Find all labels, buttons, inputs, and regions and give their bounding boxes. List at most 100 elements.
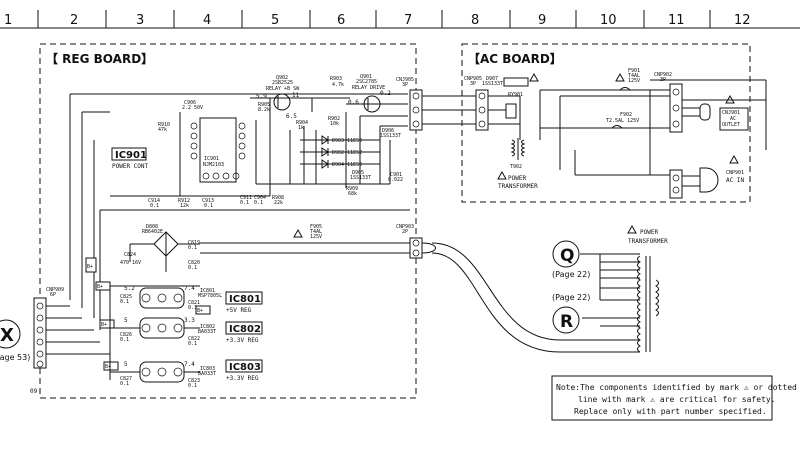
warning-icon-f905 <box>293 228 303 238</box>
warning-icon-t902 <box>497 170 507 180</box>
voltage-3-3-a: 3.3 <box>184 317 195 324</box>
col-9: 9 <box>538 13 546 28</box>
cnj901-ref: CNJ901 <box>722 110 740 116</box>
voltage-6-5: 6.5 <box>286 113 297 120</box>
ic801-desc: +5V REG <box>226 307 252 314</box>
ic802-desc: +3.3V REG <box>226 337 259 344</box>
rail-bplus-2: B+ <box>97 284 103 290</box>
voltage-11: 11 <box>292 92 300 99</box>
q902-ref: Q902 <box>276 75 288 81</box>
ref-r-circle: (Page 22) R <box>552 293 590 334</box>
ref-x-letter: X <box>0 325 14 346</box>
c914-ref: C914 <box>148 198 160 204</box>
col-3: 3 <box>136 13 144 28</box>
f905-ref: F905 <box>310 224 322 230</box>
c906-ref: C906 <box>184 100 196 106</box>
r903-val: 4.7k <box>332 82 344 88</box>
t902-ref: T902 <box>510 164 522 170</box>
ic901-desc: POWER CONT <box>112 163 149 170</box>
r902-val: 10k <box>330 121 339 127</box>
reg-wiring <box>69 93 410 330</box>
c822-ref: C822 <box>188 336 200 342</box>
q901-transistor: Q901 2SC2785 RELAY DRIVE <box>352 74 385 113</box>
q902-part: 2SB2525 <box>272 80 293 86</box>
f901-ref: F901 <box>628 68 640 74</box>
ac-board: 【AC BOARD】 <box>461 43 751 203</box>
ry901-ref: RY901 <box>508 92 523 98</box>
t902-desc: POWER <box>508 175 526 182</box>
col-12: 12 <box>734 13 751 28</box>
cnp901-desc: AC IN <box>726 177 744 184</box>
rail-bplus-3: B+ <box>101 322 107 328</box>
d905-part: 1SS133T <box>350 175 371 181</box>
ic901-ref: IC901 <box>115 150 147 161</box>
c822-val: 0.1 <box>188 341 197 347</box>
c820-val: 0.1 <box>188 265 197 271</box>
power-transformer-right: POWER TRANSFORMER <box>580 224 668 353</box>
f902-val: T2.5AL 125V <box>606 118 639 124</box>
r912-ref: R912 <box>178 198 190 204</box>
col-7: 7 <box>404 13 412 28</box>
ic901-label-box <box>111 147 147 161</box>
warning-icon-f901 <box>615 72 625 82</box>
ic803-part: IC803 <box>200 366 215 372</box>
c826-val: 0.1 <box>120 337 129 343</box>
corner-label: 09 <box>30 388 38 395</box>
c825-ref: C825 <box>120 294 132 300</box>
column-ruler: 1 2 3 4 5 6 7 8 9 10 11 12 <box>0 10 800 29</box>
c821-ref: C821 <box>188 300 200 306</box>
f905-val: T4AL <box>310 229 322 235</box>
note-line-2: line with mark ⚠ are critical for safety… <box>578 395 775 404</box>
rail-bplus-1: B+ <box>87 264 93 270</box>
c904-ref: C904 <box>254 195 266 201</box>
c826-ref: C826 <box>120 332 132 338</box>
t901-desc2: TRANSFORMER <box>628 238 668 245</box>
cnp902-ref: CNP902 <box>654 72 672 78</box>
ic802-part: IC802 <box>200 324 215 330</box>
cnj905-pins: 3P <box>402 82 408 88</box>
ic803-label-box <box>225 359 263 373</box>
ac-outlet: CNJ901 AC OUTLET <box>682 94 749 131</box>
ic802-ref: IC802 <box>229 324 261 335</box>
ref-r-letter: R <box>560 312 573 332</box>
r905-ref: R905 <box>258 102 270 108</box>
ic802-part2: BA033T <box>198 329 216 335</box>
ic901-part2: NJM2103 <box>203 162 224 168</box>
ic803-part2: BA033T <box>198 371 216 377</box>
ic801-ref: IC801 <box>229 294 261 305</box>
d903-label: D903 11ES2 <box>332 138 362 144</box>
warning-icon-inlet <box>729 154 739 164</box>
ref-q-circle: Q (Page 22) <box>552 240 590 279</box>
q901-desc: RELAY DRIVE <box>352 85 385 91</box>
warning-icon-ac-top <box>529 72 539 82</box>
c901-val: 0.022 <box>388 177 403 183</box>
f902-fuse: F902 T2.5AL 125V <box>606 112 639 129</box>
voltage-0-6: 0.6 <box>348 99 359 106</box>
c821-val: 0.1 <box>188 305 197 311</box>
cnp901-ref: CNP901 <box>726 170 744 176</box>
ac-wiring <box>422 89 670 176</box>
ic801-regulator: IC801 MSP7805L 5.2 7.4 C825 0.1 C821 0.1 <box>109 285 222 380</box>
voltage-labels: 5.9 11 6.5 0.6 0.2 <box>256 90 391 120</box>
ic802-regulator: IC802 BA033T 5 3.3 C826 0.1 C822 0.1 <box>110 317 216 347</box>
c819-ref: C819 <box>188 240 200 246</box>
d907-part: 1SS133T <box>482 81 503 87</box>
voltage-0-2: 0.2 <box>380 90 391 97</box>
c827-val: 0.1 <box>120 381 129 387</box>
component-labels: D906 1SS133T D905 1SS133T C901 0.022 R90… <box>148 100 403 209</box>
d906-ref: D906 <box>382 128 394 134</box>
r903-ref: R903 <box>330 76 342 82</box>
reg-board: 【 REG BOARD】 09 <box>30 43 417 399</box>
cnp905-pins: 3P <box>470 81 476 87</box>
c911-val: 0.1 <box>240 200 249 206</box>
r905-val: 8.2k <box>258 107 270 113</box>
q901-part: 2SC2785 <box>356 79 377 85</box>
d907-ref: D907 <box>486 76 498 82</box>
r910-val: 47k <box>158 127 167 133</box>
d808-part: RB6402E <box>142 229 163 235</box>
cnp903-wiring: CNP903 2P F905 T4AL 125V <box>200 224 640 353</box>
voltage-5-2: 5.2 <box>124 285 135 292</box>
f901-volt: 125V <box>628 78 640 84</box>
t901-desc: POWER <box>640 229 658 236</box>
